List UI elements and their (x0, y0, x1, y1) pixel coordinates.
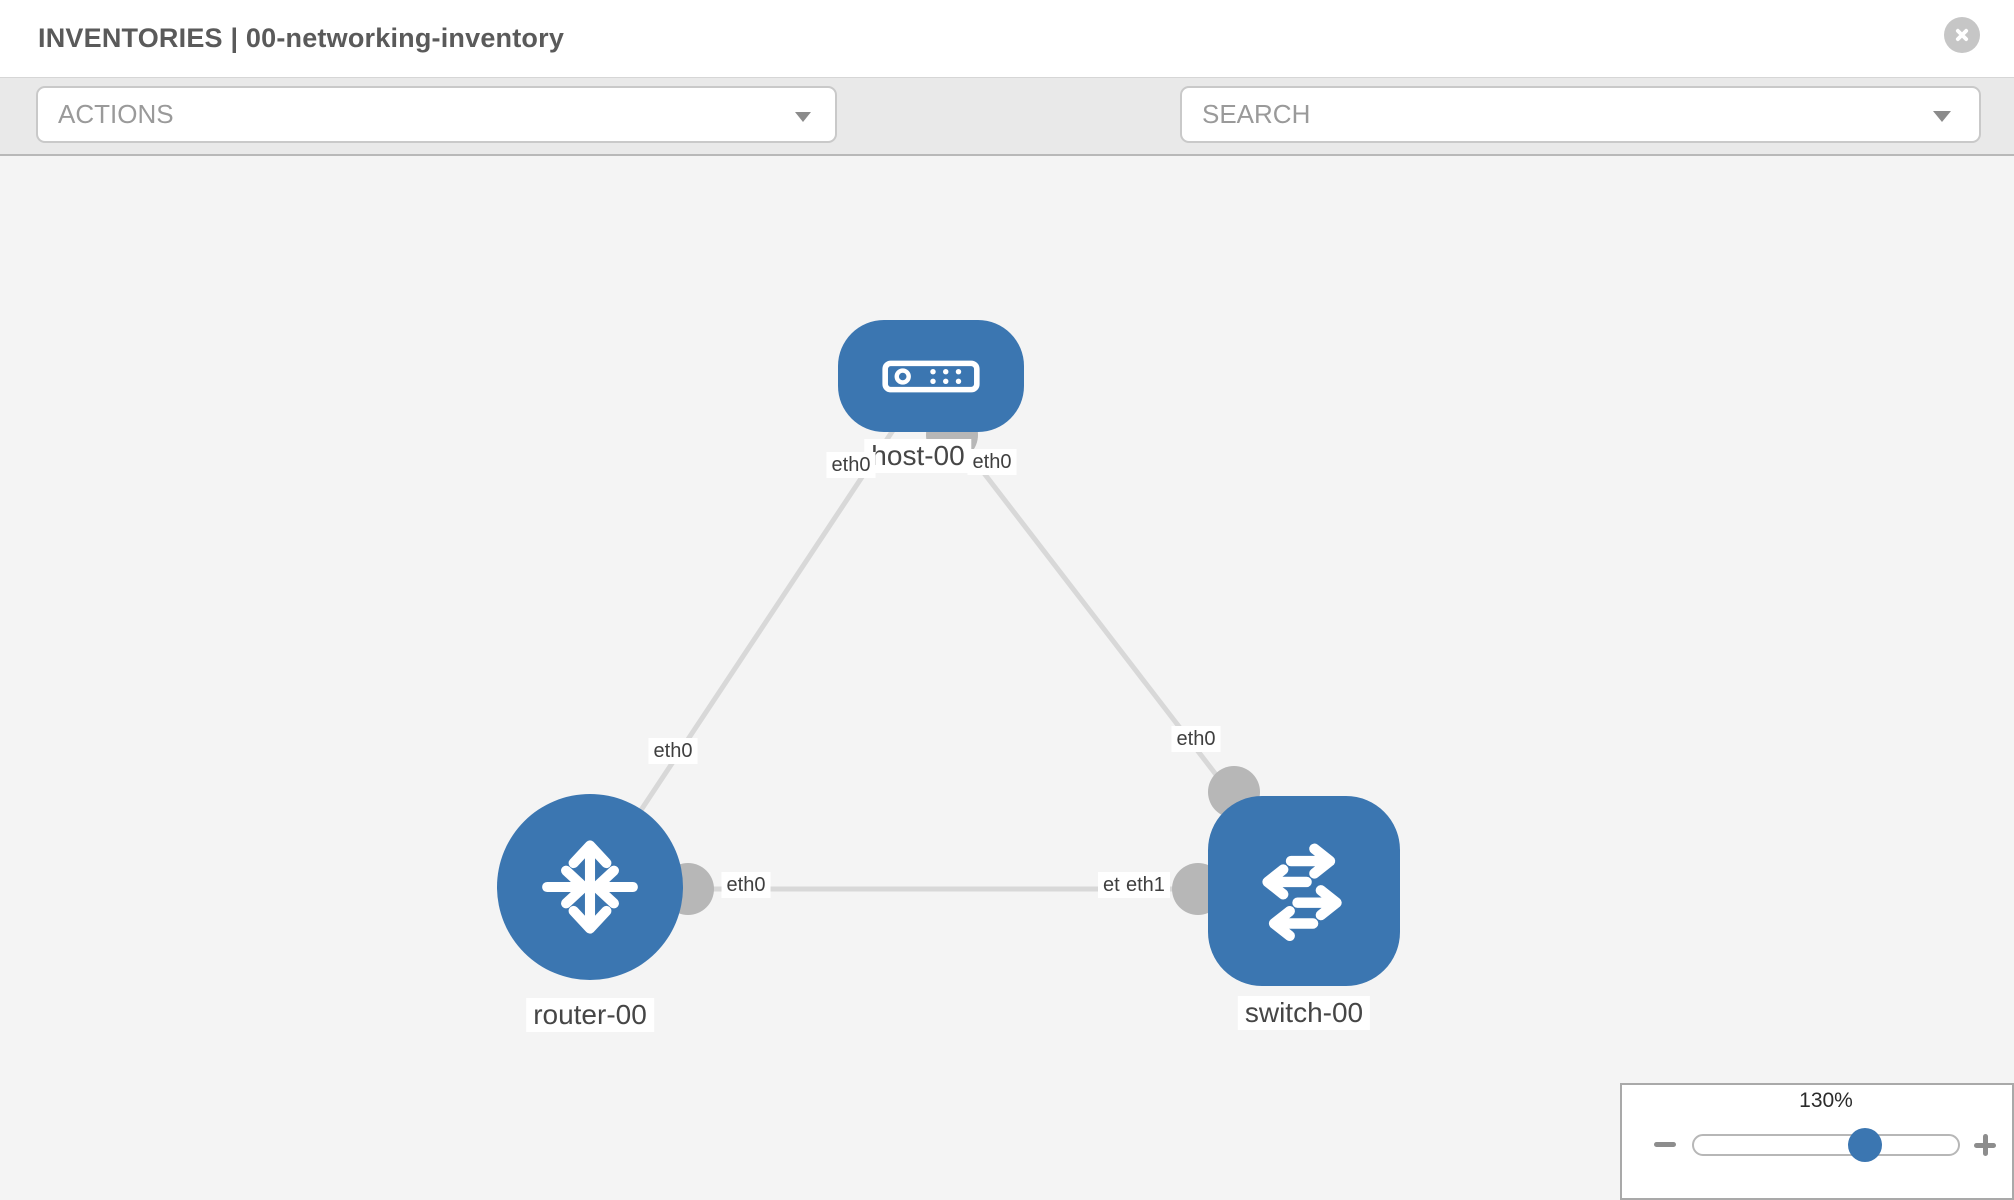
port-label-host-to-switch: eth0 (967, 449, 1017, 475)
chevron-down-icon (795, 112, 811, 122)
zoom-out-button[interactable] (1654, 1142, 1676, 1147)
search-placeholder: SEARCH (1202, 99, 1311, 129)
actions-dropdown[interactable]: ACTIONS (36, 86, 837, 143)
actions-dropdown-label: ACTIONS (58, 99, 174, 129)
zoom-percentage: 130% (1799, 1089, 1853, 1112)
port-label-router-to-host: eth0 (648, 738, 698, 764)
node-label-host: host-00 (864, 439, 972, 473)
zoom-in-button[interactable] (1974, 1134, 1996, 1156)
header: INVENTORIES | 00-networking-inventory (0, 0, 2014, 77)
port-label-switch-to-router: eth1 (1121, 872, 1170, 898)
node-switch-00[interactable] (1208, 796, 1400, 986)
zoom-slider-track[interactable] (1692, 1134, 1960, 1156)
close-icon (1955, 28, 1969, 42)
port-label-host-to-router: eth0 (826, 452, 876, 478)
toolbar: ACTIONS SEARCH (0, 77, 2014, 210)
node-host-00[interactable] (838, 320, 1024, 432)
router-icon (542, 840, 638, 934)
node-label-switch: switch-00 (1237, 996, 1371, 1030)
port-label-switch-to-host: eth0 (1171, 726, 1221, 752)
edges-layer (587, 371, 1306, 915)
plus-icon (1982, 1134, 1988, 1156)
zoom-slider-thumb[interactable] (1848, 1128, 1882, 1162)
node-router-00[interactable] (497, 794, 683, 980)
close-button[interactable] (1944, 17, 1980, 53)
switch-icon (1262, 843, 1342, 942)
page-title: INVENTORIES | 00-networking-inventory (38, 23, 565, 53)
node-label-router: router-00 (526, 998, 654, 1032)
search-dropdown[interactable]: SEARCH (1180, 86, 1981, 143)
zoom-control-panel: 130% (1620, 1083, 2014, 1200)
port-label-router-to-switch: eth0 (721, 872, 771, 898)
host-icon (882, 360, 980, 392)
topology-canvas[interactable]: host-00 router-00 switch-00 eth0 eth0 et… (0, 156, 2014, 1200)
chevron-down-icon (1933, 111, 1951, 122)
